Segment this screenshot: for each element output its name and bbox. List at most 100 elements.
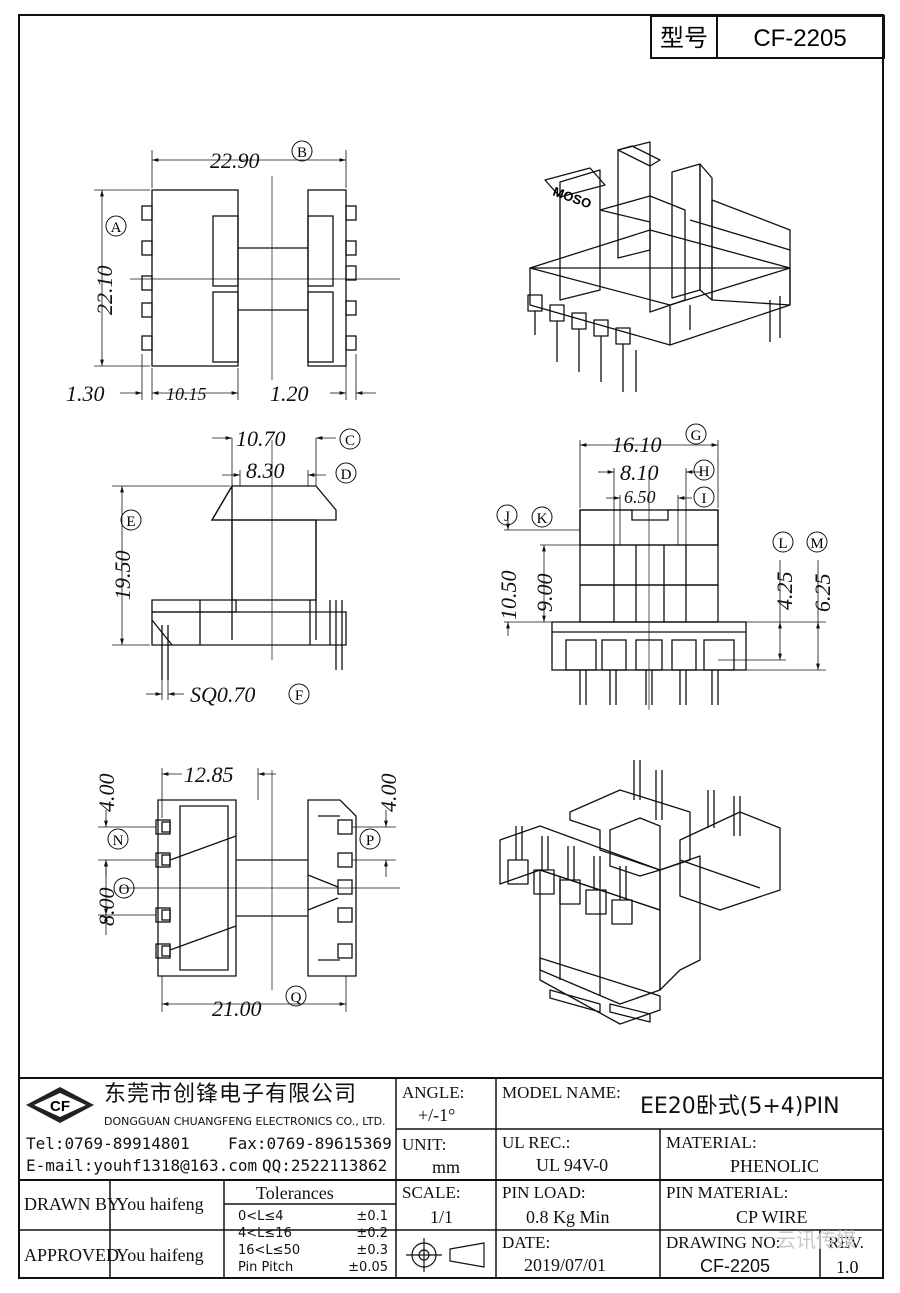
model-name-value: EE20卧式(5+4)PIN (640, 1094, 840, 1119)
side-view-labels: 10.70 8.30 19.50 SQ0.70 (110, 426, 286, 707)
company-logo: CF (26, 1087, 94, 1123)
scale-label: SCALE: (402, 1183, 461, 1202)
dim-M: 6.25 (810, 574, 835, 613)
marker-F: F (288, 683, 310, 705)
approved-value: You haifeng (116, 1245, 204, 1265)
bottom-view (98, 768, 400, 1012)
svg-text:I: I (702, 491, 707, 507)
top-view-labels: 22.90 22.10 1.30 10.15 1.20 (66, 148, 309, 406)
pin-load-value: 0.8 Kg Min (526, 1207, 610, 1227)
model-header: 型号 CF-2205 (650, 15, 885, 59)
dim-H: 8.10 (620, 460, 659, 485)
marker-J: J (496, 504, 518, 526)
dim-center-gap: 10.15 (166, 384, 207, 404)
dim-F: SQ0.70 (190, 682, 255, 707)
svg-text:G: G (691, 428, 702, 444)
svg-text:J: J (504, 509, 510, 525)
marker-H: H (693, 459, 715, 481)
pin-load-label: PIN LOAD: (502, 1183, 586, 1202)
front-view-labels: 16.10 8.10 6.50 10.50 9.00 4.25 6.25 (496, 432, 835, 620)
date-value: 2019/07/01 (524, 1255, 607, 1275)
model-name-label: MODEL NAME: (502, 1083, 621, 1102)
company-name-en: DONGGUAN CHUANGFENG ELECTRONICS CO., LTD… (104, 1115, 386, 1128)
svg-text:B: B (297, 145, 307, 161)
marker-G: G (685, 423, 707, 445)
marker-E: E (120, 509, 142, 531)
side-view (112, 436, 347, 700)
angle-value: +/-1° (418, 1105, 456, 1125)
svg-text:Q: Q (291, 990, 302, 1006)
rev-label: REV. (828, 1233, 865, 1252)
dim-N: 4.00 (94, 774, 119, 813)
marker-L: L (772, 531, 794, 553)
ul-value: UL 94V-0 (536, 1155, 609, 1175)
tolerance-table: 0<L≤4±0.1 4<L≤16±0.2 16<L≤50±0.3 Pin Pit… (238, 1208, 388, 1276)
drawing-frame (18, 14, 884, 1279)
approved-label: APPROVED (24, 1245, 120, 1265)
dim-K: 9.00 (532, 574, 557, 613)
isometric-view-top (527, 141, 791, 392)
date-label: DATE: (502, 1233, 551, 1252)
dim-I: 6.50 (624, 487, 656, 507)
marker-N: N (107, 828, 129, 850)
drawing-no-value: CF-2205 (700, 1256, 771, 1276)
angle-label: ANGLE: (402, 1083, 465, 1102)
svg-text:L: L (778, 536, 787, 552)
svg-text:P: P (366, 833, 374, 849)
dim-L: 4.25 (772, 572, 797, 611)
svg-text:C: C (345, 433, 355, 449)
tolerance-row: Pin Pitch±0.05 (238, 1260, 388, 1275)
rev-value: 1.0 (836, 1257, 859, 1277)
marker-K: K (531, 506, 553, 528)
qq: QQ:2522113862 (262, 1156, 388, 1175)
marker-I: I (693, 486, 715, 508)
svg-text:A: A (111, 220, 122, 236)
dim-left-pitch: 1.30 (66, 381, 105, 406)
isometric-view-bottom (499, 760, 781, 1025)
watermark: 云讯传媒 (776, 1228, 856, 1252)
svg-text:H: H (699, 464, 710, 480)
dim-right-pitch: 1.20 (270, 381, 309, 406)
top-view (94, 150, 400, 400)
marker-D: D (335, 462, 357, 484)
dim-B: 22.90 (210, 148, 260, 173)
marker-C: C (339, 428, 361, 450)
drawn-by-value: You haifeng (116, 1194, 204, 1214)
dim-E: 19.50 (110, 551, 135, 601)
material-label: MATERIAL: (666, 1133, 757, 1152)
projection-symbol-icon (406, 1238, 485, 1272)
unit-value: mm (432, 1157, 461, 1177)
dim-J: 10.50 (496, 571, 521, 621)
dim-G: 16.10 (612, 432, 662, 457)
marker-B: B (291, 140, 313, 162)
tolerance-row: 4<L≤16±0.2 (238, 1226, 388, 1241)
company-name-cn: 东莞市创锋电子有限公司 (104, 1082, 358, 1107)
dim-A: 22.10 (92, 266, 117, 316)
svg-text:F: F (295, 688, 303, 704)
dim-P: 4.00 (376, 774, 401, 813)
svg-text:K: K (537, 511, 548, 527)
svg-text:N: N (113, 833, 124, 849)
dim-Q: 21.00 (212, 996, 262, 1021)
marker-M: M (806, 531, 828, 553)
svg-text:D: D (341, 467, 352, 483)
bottom-view-labels: 12.85 4.00 4.00 8.00 21.00 (94, 762, 401, 1021)
marker-P: P (359, 828, 381, 850)
dim-C: 10.70 (236, 426, 286, 451)
pin-material-value: CP WIRE (736, 1207, 808, 1227)
svg-text:O: O (119, 882, 130, 898)
dim-O: 8.00 (94, 888, 119, 927)
marker-Q: Q (285, 985, 307, 1007)
tolerance-row: 16<L≤50±0.3 (238, 1243, 388, 1258)
marker-A: A (105, 215, 127, 237)
svg-text:CF: CF (50, 1098, 70, 1115)
email: E-mail:youhf1318@163.com (26, 1156, 258, 1175)
model-label: 型号 (660, 25, 708, 52)
dim-width-top: 12.85 (184, 762, 234, 787)
tolerance-row: 0<L≤4±0.1 (238, 1209, 388, 1224)
svg-text:E: E (126, 514, 135, 530)
model-value: CF-2205 (753, 25, 846, 52)
pin-material-label: PIN MATERIAL: (666, 1183, 789, 1202)
title-block-grid (18, 1077, 884, 1279)
